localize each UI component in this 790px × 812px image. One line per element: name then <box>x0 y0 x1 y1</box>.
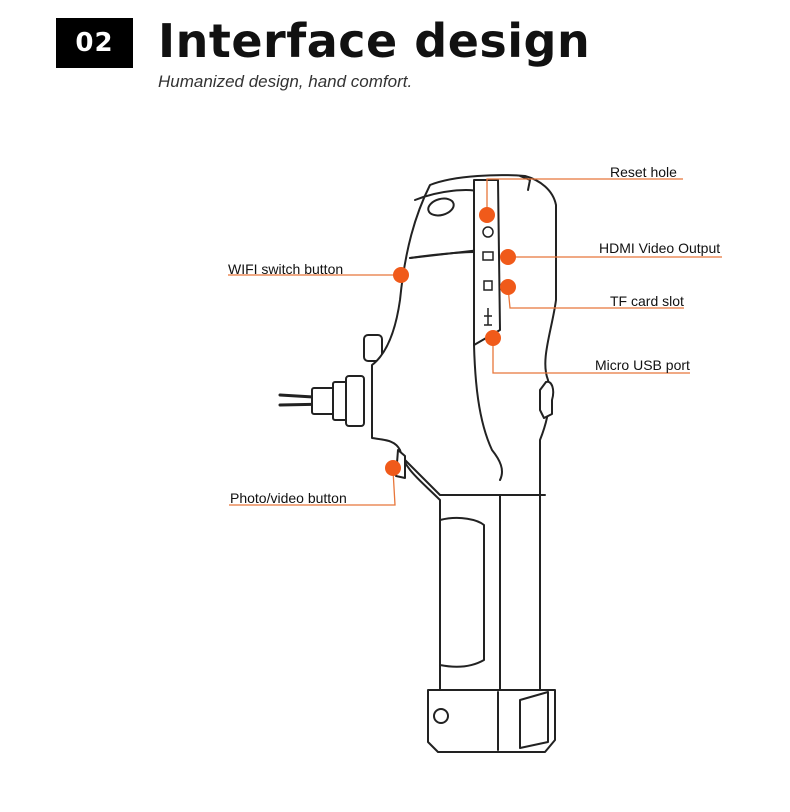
usb-icon <box>484 308 492 326</box>
battery-screw <box>433 708 449 724</box>
interface-panel <box>473 179 501 346</box>
hdmi-marker <box>500 249 516 265</box>
photo-video-marker <box>385 460 401 476</box>
section-number-badge: 02 <box>56 18 133 68</box>
reset-hole-leader <box>486 178 683 215</box>
top-oval-hole <box>427 197 455 217</box>
tf-card-icon <box>483 280 493 291</box>
photo-video-leader <box>229 469 396 506</box>
reset-hole-icon <box>482 226 494 238</box>
page-title: Interface design <box>158 14 591 68</box>
label-tf-card-slot: TF card slot <box>610 293 684 309</box>
side-knob <box>363 334 383 362</box>
probe-cable <box>278 375 365 427</box>
label-reset-hole: Reset hole <box>610 164 677 180</box>
tf-card-marker <box>500 279 516 295</box>
label-hdmi-output: HDMI Video Output <box>599 240 721 256</box>
label-micro-usb-port: Micro USB port <box>595 357 690 373</box>
reset-hole-marker <box>479 207 495 223</box>
wifi-marker <box>393 267 409 283</box>
page-subtitle: Humanized design, hand comfort. <box>158 72 413 91</box>
handle-grip <box>439 516 485 668</box>
battery-pack <box>427 689 556 753</box>
side-screw <box>539 380 555 419</box>
label-photo-video: Photo/video button <box>230 490 347 506</box>
label-wifi-switch: WIFI switch button <box>228 261 344 277</box>
hdmi-port-icon <box>482 251 494 261</box>
micro-usb-marker <box>485 330 501 346</box>
micro-usb-leader <box>492 338 690 374</box>
